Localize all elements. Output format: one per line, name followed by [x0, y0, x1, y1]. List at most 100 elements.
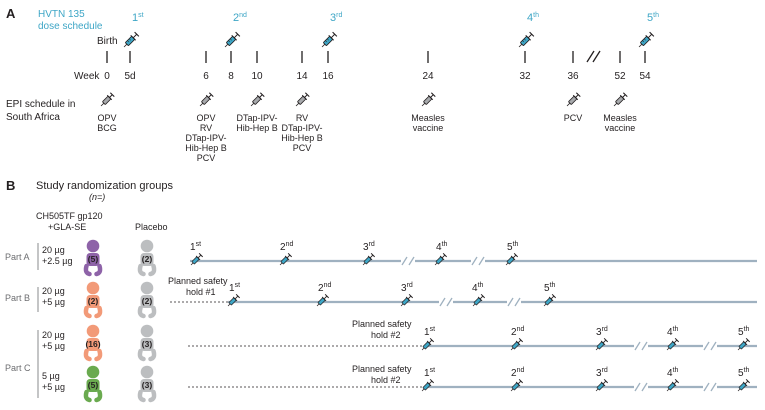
- safety-hold-2-line2: hold #2: [371, 330, 401, 340]
- week-label-6: 6: [203, 71, 209, 82]
- dose-4-label: 4th: [472, 282, 484, 294]
- placebo-column: Placebo: [135, 222, 168, 232]
- panel-b-label: B: [6, 178, 15, 193]
- epi-vaccine-label: Measles: [411, 113, 445, 123]
- epi-vaccine-label: RV: [296, 113, 308, 123]
- dose-level: +2.5 µg: [42, 256, 72, 266]
- epi-vaccine-label: OPV: [196, 113, 215, 123]
- syringe-icon: [419, 91, 437, 109]
- week-label-10: 10: [251, 71, 263, 82]
- week-label-36: 36: [567, 71, 579, 82]
- syringe-icon: [318, 31, 338, 51]
- participant-count: (2): [142, 254, 153, 264]
- safety-hold-2-line1: Planned safety: [352, 364, 412, 374]
- epi-vaccine-label: PCV: [564, 113, 583, 123]
- dose-4-label: 4th: [527, 12, 539, 24]
- safety-hold-2-line1: Planned safety: [352, 319, 412, 329]
- dose-1-label: 1st: [424, 326, 435, 338]
- participant-count: (5): [88, 380, 99, 390]
- dose-1-label: 1st: [190, 241, 201, 253]
- safety-hold-2-line2: hold #2: [371, 375, 401, 385]
- dose-3-label: 3rd: [596, 367, 608, 379]
- epi-vaccine-label: RV: [200, 123, 212, 133]
- dose-2-label: 2nd: [318, 282, 331, 294]
- participant-count: (2): [142, 296, 153, 306]
- placebo-group-icon: (3): [137, 365, 157, 403]
- dose-4-label: 4th: [667, 367, 679, 379]
- timeline-break-mark: [507, 297, 521, 307]
- participant-count: (3): [142, 380, 153, 390]
- vaccine-group-icon: (5): [83, 365, 103, 403]
- participant-count: (3): [142, 339, 153, 349]
- dose-4-label: 4th: [667, 326, 679, 338]
- epi-label-line1: EPI schedule in: [6, 99, 76, 110]
- week-label: Week: [74, 71, 100, 82]
- dose-5-label: 5th: [507, 241, 519, 253]
- groups-title: Study randomization groups: [36, 180, 173, 192]
- panel-a-label: A: [6, 6, 16, 21]
- week-label-5d: 5d: [124, 71, 135, 82]
- epi-vaccine-label: vaccine: [413, 123, 444, 133]
- timeline-break-mark: [439, 297, 453, 307]
- epi-vaccine-label: vaccine: [605, 123, 636, 133]
- schedule-title-line2: dose schedule: [38, 21, 103, 32]
- epi-label-line2: South Africa: [6, 112, 60, 123]
- birth-label: Birth: [97, 36, 118, 47]
- syringe-icon: [611, 91, 629, 109]
- dose-5-label: 5th: [738, 326, 750, 338]
- epi-vaccine-label: DTap-IPV-: [281, 123, 322, 133]
- dose-1-label: 1st: [229, 282, 240, 294]
- dose-2-label: 2nd: [233, 12, 247, 24]
- vaccine-column-line2: +GLA-SE: [48, 222, 86, 232]
- syringe-icon: [221, 31, 241, 51]
- schedule-title-line1: HVTN 135: [38, 9, 85, 20]
- timeline-break-mark: [586, 50, 601, 64]
- dose-1-label: 1st: [132, 12, 144, 24]
- dose-level: 20 µg: [42, 330, 65, 340]
- timeline-break-mark: [471, 256, 485, 266]
- safety-hold-1-line2: hold #1: [186, 287, 216, 297]
- epi-vaccine-label: DTap-IPV-: [236, 113, 277, 123]
- syringe-icon: [635, 31, 655, 51]
- placebo-group-icon: (2): [137, 239, 157, 277]
- vaccine-group-icon: (16): [83, 324, 103, 362]
- participant-count: (2): [88, 296, 99, 306]
- dose-5-label: 5th: [544, 282, 556, 294]
- dose-level: 20 µg: [42, 286, 65, 296]
- part-b-label: Part B: [5, 293, 30, 303]
- timeline-break-mark: [703, 341, 717, 351]
- dose-3-label: 3rd: [330, 12, 342, 24]
- part-c-label: Part C: [5, 363, 31, 373]
- dose-level: +5 µg: [42, 382, 65, 392]
- placebo-group-icon: (2): [137, 281, 157, 319]
- participant-count: (5): [88, 254, 99, 264]
- dose-level: 20 µg: [42, 245, 65, 255]
- dose-markers: 1st 2nd 3rd 4th 5th: [120, 12, 659, 51]
- vaccine-group-icon: (2): [83, 281, 103, 319]
- epi-vaccine-label: Hib-Hep B: [236, 123, 278, 133]
- syringe-icon: [98, 91, 116, 109]
- week-label-0: 0: [104, 71, 110, 82]
- epi-vaccine-label: PCV: [197, 153, 216, 163]
- dose-level: +5 µg: [42, 341, 65, 351]
- epi-vaccine-label: DTap-IPV-: [185, 133, 226, 143]
- dose-level: +5 µg: [42, 297, 65, 307]
- epi-vaccine-label: OPV: [97, 113, 116, 123]
- week-label-52: 52: [614, 71, 626, 82]
- dose-level: 5 µg: [42, 371, 60, 381]
- epi-vaccine-label: PCV: [293, 143, 312, 153]
- dose-5-label: 5th: [647, 12, 659, 24]
- timeline-break-mark: [634, 382, 648, 392]
- week-label-8: 8: [228, 71, 234, 82]
- dose-4-label: 4th: [436, 241, 448, 253]
- syringe-icon: [293, 91, 311, 109]
- week-label-16: 16: [322, 71, 334, 82]
- timeline-break-mark: [401, 256, 415, 266]
- week-label-24: 24: [422, 71, 434, 82]
- week-label-32: 32: [519, 71, 531, 82]
